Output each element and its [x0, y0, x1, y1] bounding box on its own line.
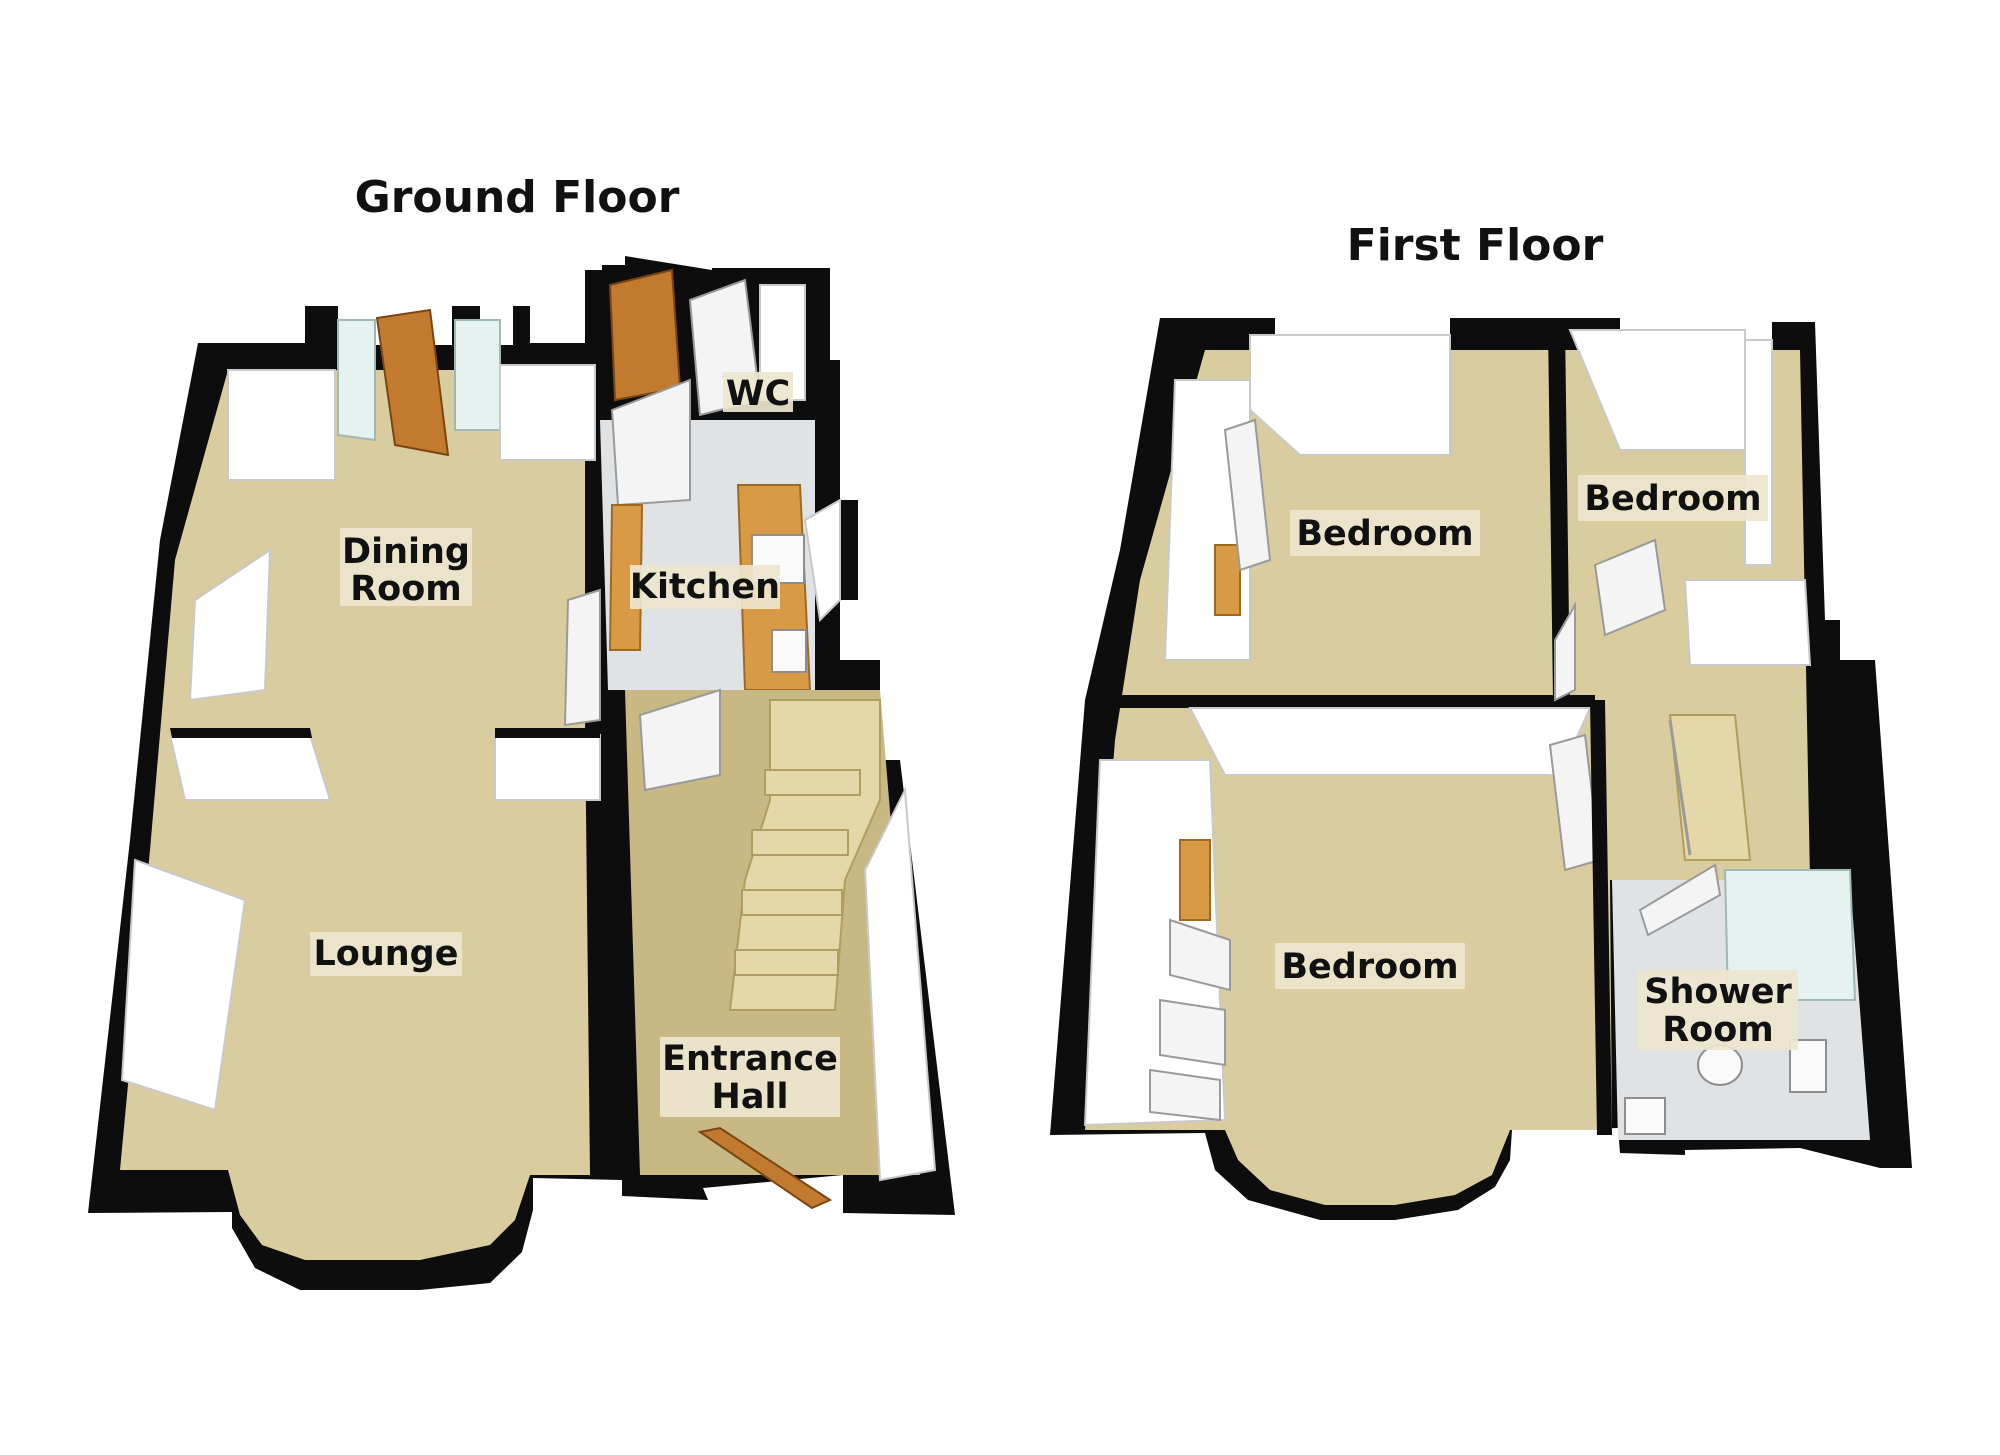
- dining-room-label-line2: Room: [350, 569, 462, 609]
- kitchen-back-door[interactable]: [608, 268, 682, 402]
- kitchen-label-bg: [630, 565, 780, 609]
- bedroom-main-label: Bedroom: [1281, 947, 1458, 987]
- main-wardrobe-wood-panel: [1179, 839, 1211, 921]
- bedroom-left-label-bg: [1290, 510, 1480, 556]
- wc-wall-face: [759, 284, 806, 401]
- landing-stair: [1668, 714, 1752, 861]
- bedroom-right-door[interactable]: [1593, 538, 1667, 637]
- dining-left-wall-face: [227, 369, 336, 481]
- bedroom-right-side-wall: [1744, 339, 1773, 566]
- dining-french-door-glass: [337, 319, 376, 442]
- shower-room-door[interactable]: [1638, 863, 1722, 937]
- stair-rail: [1668, 719, 1692, 856]
- hall-right-wall-face: [863, 786, 937, 1182]
- main-wardrobe-door-3[interactable]: [1149, 1068, 1221, 1122]
- main-bedroom-back-wall: [1188, 707, 1592, 776]
- stair-step: [741, 889, 843, 916]
- dining-kitchen-door[interactable]: [563, 588, 601, 727]
- stair-step: [734, 949, 839, 976]
- wash-basin: [1624, 1097, 1666, 1135]
- bedroom-left-wardrobe-door[interactable]: [1223, 418, 1272, 572]
- dining-right-wall-face: [499, 364, 596, 461]
- shower-enclosure: [1723, 869, 1857, 1001]
- bedroom-left-back-wall: [1249, 334, 1451, 456]
- partition-top-left: [170, 728, 312, 738]
- bedroom-main-label-bg: [1275, 943, 1465, 989]
- lounge-label: Lounge: [314, 934, 459, 974]
- dining-lounge-partition-left: [168, 734, 332, 801]
- ground-floor-title: Ground Floor: [355, 172, 680, 223]
- kitchen-right-wall-face: [803, 498, 841, 623]
- dining-french-door[interactable]: [375, 308, 450, 457]
- wardrobe-wood-panel: [1214, 544, 1241, 616]
- kitchen-label: Kitchen: [630, 567, 780, 607]
- stair-step: [751, 829, 849, 856]
- main-wardrobe-door-2[interactable]: [1159, 998, 1226, 1067]
- dining-room-label-line1: Dining: [342, 532, 470, 572]
- entrance-label-bg: [660, 1037, 840, 1117]
- kitchen-sink: [771, 629, 807, 673]
- ground-floor-plan: [88, 256, 955, 1290]
- toilet-bowl: [1697, 1044, 1743, 1086]
- stair-step: [764, 769, 861, 796]
- wc-label: WC: [726, 374, 790, 414]
- kitchen-worktop-left: [608, 504, 644, 651]
- front-door[interactable]: [697, 1126, 833, 1210]
- main-bedroom-right-wall: [1590, 700, 1612, 1135]
- bedroom-left-label: Bedroom: [1296, 514, 1473, 554]
- dining-left-recess: [188, 548, 272, 702]
- entrance-hall-label-line1: Entrance: [662, 1039, 838, 1079]
- landing-divider-wall: [1548, 325, 1570, 700]
- kitchen-internal-door[interactable]: [610, 378, 691, 507]
- bedroom-right-label-bg: [1578, 475, 1768, 521]
- hall-kitchen-door[interactable]: [638, 688, 721, 792]
- first-floor-plan: [1050, 318, 1912, 1220]
- dining-label-bg: [340, 528, 472, 606]
- lounge-left-wall-face: [120, 858, 247, 1112]
- entrance-hall-label-line2: Hall: [712, 1077, 789, 1117]
- partition-top-right: [495, 728, 600, 738]
- lounge-label-bg: [310, 932, 462, 976]
- first-floor-title: First Floor: [1347, 220, 1604, 271]
- shower-room-label-line1: Shower: [1644, 972, 1792, 1012]
- landing-right-wall-face: [1683, 579, 1812, 666]
- bedroom-right-label: Bedroom: [1584, 479, 1761, 519]
- shower-room-label-line2: Room: [1662, 1010, 1774, 1050]
- wc-label-bg: [723, 372, 793, 412]
- dining-window: [454, 319, 501, 431]
- dining-lounge-partition-right: [494, 734, 601, 801]
- main-bedroom-top-wall: [1120, 695, 1595, 708]
- shower-label-bg: [1638, 970, 1798, 1050]
- main-wardrobe-door-1[interactable]: [1169, 918, 1231, 992]
- bedroom-left-door[interactable]: [1554, 601, 1576, 702]
